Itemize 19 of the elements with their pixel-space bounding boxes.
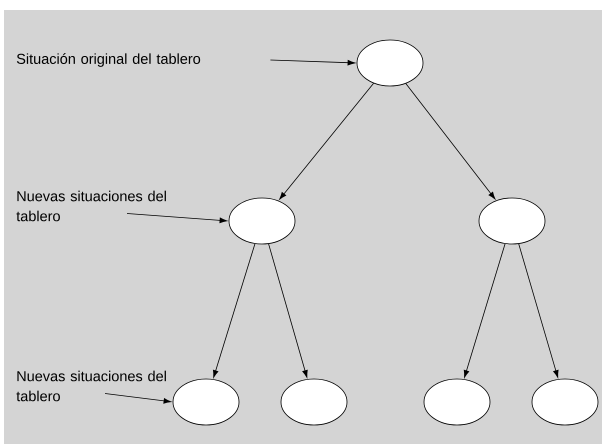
state-ellipse [280, 378, 348, 426]
arrow [518, 244, 559, 378]
node-label: Situación original del tablero [16, 53, 200, 67]
arrow [279, 82, 374, 200]
pointer-arrow [270, 60, 356, 66]
arrow [268, 244, 308, 378]
state-ellipse [532, 378, 598, 426]
state-ellipse [478, 198, 546, 244]
state-ellipse [424, 378, 490, 426]
node-label: Nuevas situaciones del tablero [16, 190, 166, 222]
arrow [212, 243, 256, 378]
state-ellipse [172, 378, 240, 426]
arrow [406, 83, 496, 200]
arrow [464, 243, 506, 378]
state-ellipse [356, 40, 424, 86]
node-label: Nuevas situaciones del tablero [16, 370, 166, 402]
state-ellipse [228, 198, 296, 244]
pointer-arrow [104, 393, 172, 404]
pointer-arrow [126, 213, 228, 224]
